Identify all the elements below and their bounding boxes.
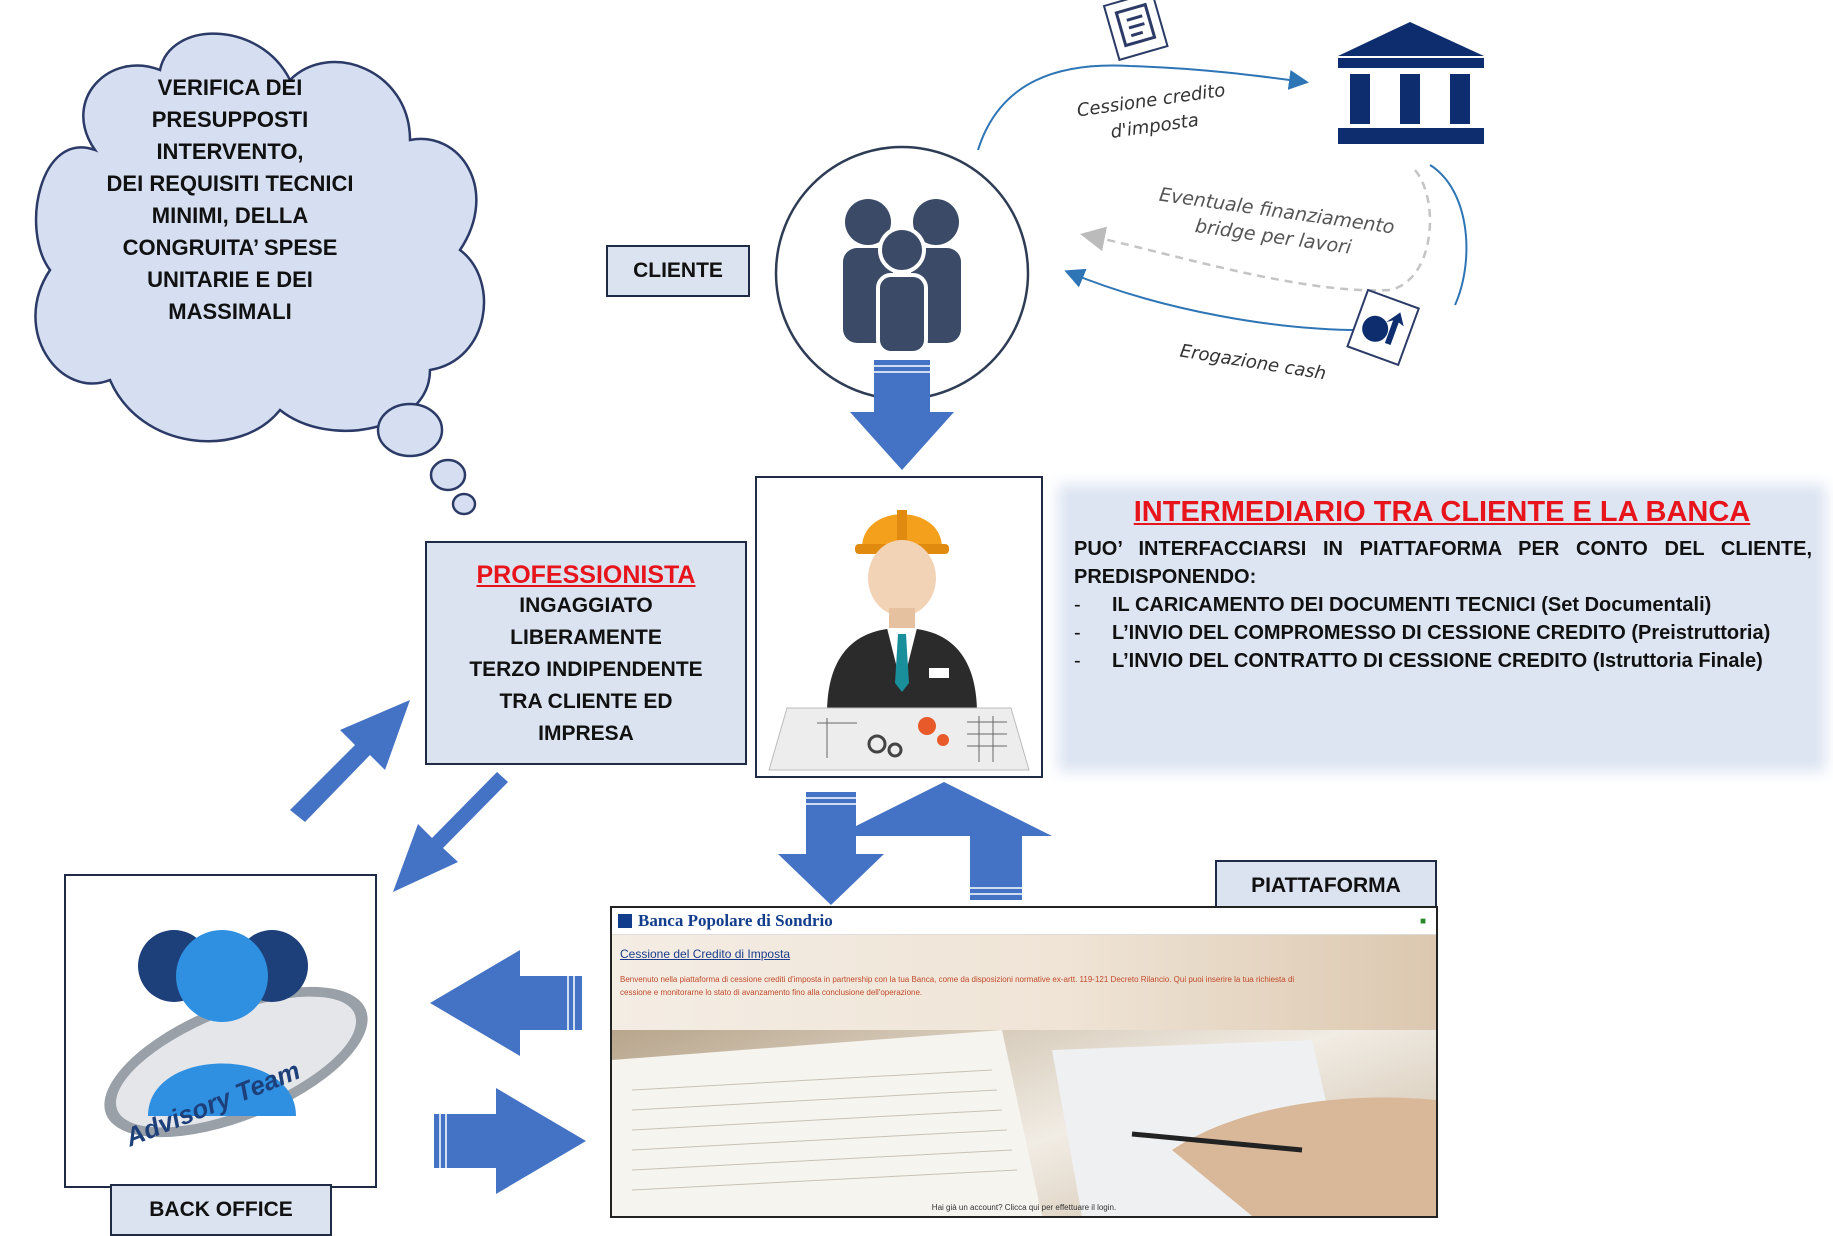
professionista-title: PROFESSIONISTA bbox=[476, 561, 696, 589]
intermediario-intro: PUO’ INTERFACCIARSI IN PIATTAFORMA PER C… bbox=[1074, 538, 1812, 588]
arrow-to-professional-diagonal bbox=[290, 700, 410, 822]
platform-description: Benvenuto nella piattaforma di cessione … bbox=[620, 975, 1295, 997]
cloud-line: MASSIMALI bbox=[168, 299, 292, 324]
professionista-line: INGAGGIATO bbox=[519, 594, 653, 617]
platform-photo bbox=[612, 1030, 1436, 1216]
engineer-frame bbox=[755, 476, 1043, 778]
intermediario-item-text: L’INVIO DEL CONTRATTO DI CESSIONE CREDIT… bbox=[1112, 650, 1763, 672]
platform-screenshot: Banca Popolare di Sondrio ■ Cessione del… bbox=[610, 906, 1438, 1218]
intermediario-item-text: L’INVIO DEL COMPROMESSO DI CESSIONE CRED… bbox=[1112, 622, 1771, 644]
intermediario-item-text: IL CARICAMENTO DEI DOCUMENTI TECNICI (Se… bbox=[1112, 594, 1712, 616]
intermediario-item: -L’INVIO DEL COMPROMESSO DI CESSIONE CRE… bbox=[1074, 622, 1771, 644]
professionista-line: TERZO INDIPENDENTE bbox=[469, 658, 703, 681]
language-flag-icon[interactable]: ■ bbox=[1419, 915, 1426, 927]
arrow-backoffice-to-platform bbox=[434, 1088, 586, 1194]
intermediario-title: INTERMEDIARIO TRA CLIENTE E LA BANCA bbox=[1133, 496, 1751, 528]
bank-logo-icon bbox=[618, 914, 632, 928]
arrow-platform-to-backoffice bbox=[430, 950, 582, 1056]
cash-growth-icon bbox=[1346, 288, 1421, 367]
people-icon bbox=[843, 199, 961, 355]
arrow-up-from-platform bbox=[836, 782, 1052, 900]
thought-cloud bbox=[34, 32, 486, 516]
professionista-box: PROFESSIONISTA INGAGGIATO LIBERAMENTE TE… bbox=[425, 541, 747, 765]
piattaforma-label: PIATTAFORMA bbox=[1215, 860, 1437, 912]
client-circle bbox=[774, 145, 1030, 401]
platform-bank-name: Banca Popolare di Sondrio bbox=[638, 911, 833, 930]
document-photo bbox=[612, 1030, 1436, 1216]
platform-banner: Cessione del Credito di Imposta Benvenut… bbox=[612, 935, 1436, 1030]
back-office-label: BACK OFFICE bbox=[110, 1184, 332, 1236]
intermediario-item: -L’INVIO DEL CONTRATTO DI CESSIONE CREDI… bbox=[1074, 650, 1763, 672]
cloud-line: MINIMI, DELLA bbox=[151, 203, 309, 228]
cloud-line: PRESUPPOSTI bbox=[151, 107, 309, 132]
intermediario-panel: INTERMEDIARIO TRA CLIENTE E LA BANCA PUO… bbox=[1068, 494, 1816, 762]
platform-subtitle: Cessione del Credito di Imposta bbox=[620, 947, 791, 961]
professionista-line: TRA CLIENTE ED bbox=[499, 690, 673, 713]
advisory-team-logo: Advisory Team bbox=[104, 930, 368, 1153]
platform-login-link[interactable]: Hai già un account? Clicca qui per effet… bbox=[931, 1203, 1117, 1212]
cloud-line: DEI REQUISITI TECNICI bbox=[106, 171, 354, 196]
platform-header: Banca Popolare di Sondrio ■ bbox=[612, 908, 1436, 935]
cloud-line: VERIFICA DEI bbox=[157, 75, 303, 100]
tax-document-icon bbox=[1102, 0, 1169, 62]
advisory-team-frame: Advisory Team bbox=[64, 874, 377, 1188]
engineer-icon bbox=[768, 510, 1030, 771]
cloud-line: UNITARIE E DEI bbox=[147, 267, 313, 292]
credit-flow bbox=[977, 0, 1484, 367]
cloud-line: CONGRUITA’ SPESE bbox=[122, 235, 338, 260]
bank-icon bbox=[1338, 22, 1484, 144]
professionista-line: LIBERAMENTE bbox=[510, 626, 662, 649]
arrow-to-backoffice-diagonal bbox=[393, 772, 508, 892]
arrow-down-to-platform bbox=[778, 792, 884, 905]
cloud-text: VERIFICA DEI PRESUPPOSTI INTERVENTO, DEI… bbox=[80, 72, 380, 328]
cliente-label: CLIENTE bbox=[606, 245, 750, 297]
cloud-line: INTERVENTO, bbox=[156, 139, 304, 164]
professionista-line: IMPRESA bbox=[538, 722, 634, 745]
intermediario-item: -IL CARICAMENTO DEI DOCUMENTI TECNICI (S… bbox=[1074, 594, 1712, 616]
arrow-client-to-professional bbox=[850, 360, 954, 470]
